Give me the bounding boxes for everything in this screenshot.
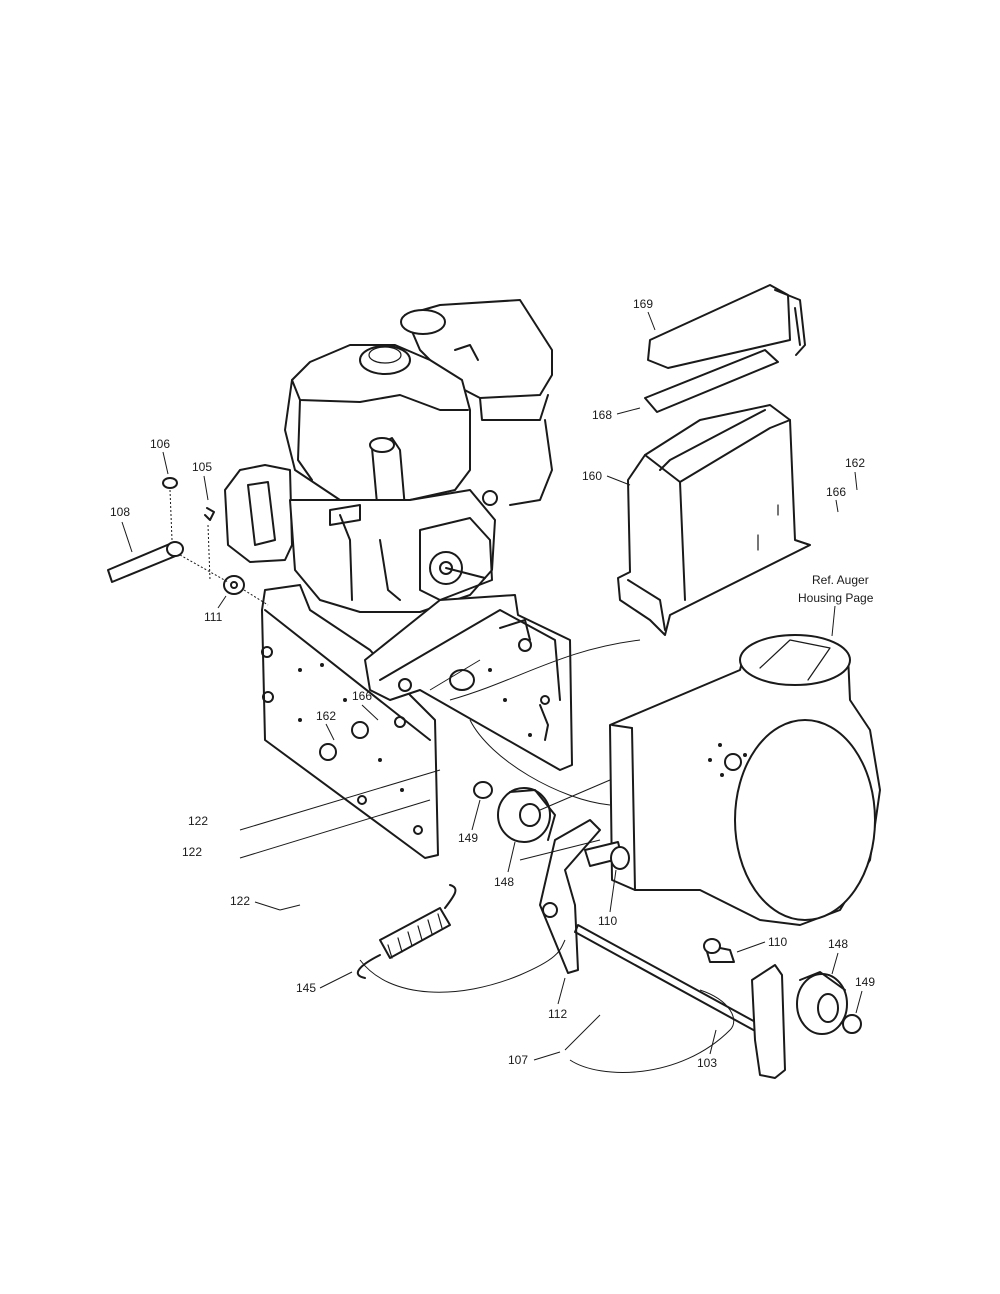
callout-106: 106	[150, 437, 170, 451]
oil-cap-icon	[359, 345, 411, 375]
callout-107: 107	[508, 1053, 528, 1067]
recoil-handle	[224, 464, 293, 563]
axle-103	[574, 924, 771, 1039]
callout-105: 105	[192, 460, 212, 474]
callout-103: 103	[697, 1056, 717, 1070]
callout-149-left: 149	[458, 831, 478, 845]
callout-145: 145	[296, 981, 316, 995]
callout-148-right: 148	[828, 937, 848, 951]
spacer-149b	[842, 1014, 862, 1034]
callout-166-top: 166	[826, 485, 846, 499]
frame-plates	[261, 584, 573, 859]
callouts: 169 168 160 162 166 Ref. Auger Housing P…	[110, 297, 875, 1070]
fuel-cap-icon	[400, 309, 446, 335]
gasket-168	[644, 349, 779, 413]
engine	[224, 299, 553, 613]
callout-111: 111	[204, 610, 223, 624]
idler-assembly	[356, 781, 862, 1079]
callout-122-c: 122	[230, 894, 250, 908]
pulley-148	[497, 787, 551, 843]
idler-bracket-112	[539, 819, 601, 974]
right-frame-plate	[364, 594, 573, 771]
ref-note-line1: Ref. Auger	[812, 573, 869, 587]
cover-169	[647, 284, 791, 369]
callout-122-b: 122	[182, 845, 202, 859]
callout-148-left: 148	[494, 875, 514, 889]
cap-106	[162, 477, 178, 489]
spacer-149	[473, 781, 493, 799]
callout-160: 160	[582, 469, 602, 483]
callout-108: 108	[110, 505, 130, 519]
auger-housing	[609, 634, 881, 926]
shift-rod-assembly	[107, 477, 269, 606]
belt-cover-160	[617, 404, 811, 636]
spring-clip-105	[204, 507, 215, 521]
callout-162-frame: 162	[316, 709, 336, 723]
callout-110-right: 110	[768, 935, 787, 949]
chute-opening	[739, 634, 851, 686]
callout-112: 112	[548, 1007, 567, 1021]
callout-122-a: 122	[188, 814, 208, 828]
callout-149-right: 149	[855, 975, 875, 989]
belt-cover	[617, 284, 811, 636]
callout-162-top: 162	[845, 456, 865, 470]
lever-bracket	[751, 964, 786, 1079]
callout-168: 168	[592, 408, 612, 422]
spring-145	[379, 907, 451, 959]
callout-110-left: 110	[598, 914, 617, 928]
ref-note-line2: Housing Page	[798, 591, 874, 605]
callout-166-frame: 166	[352, 689, 372, 703]
callout-169: 169	[633, 297, 653, 311]
washer-111	[223, 575, 245, 595]
